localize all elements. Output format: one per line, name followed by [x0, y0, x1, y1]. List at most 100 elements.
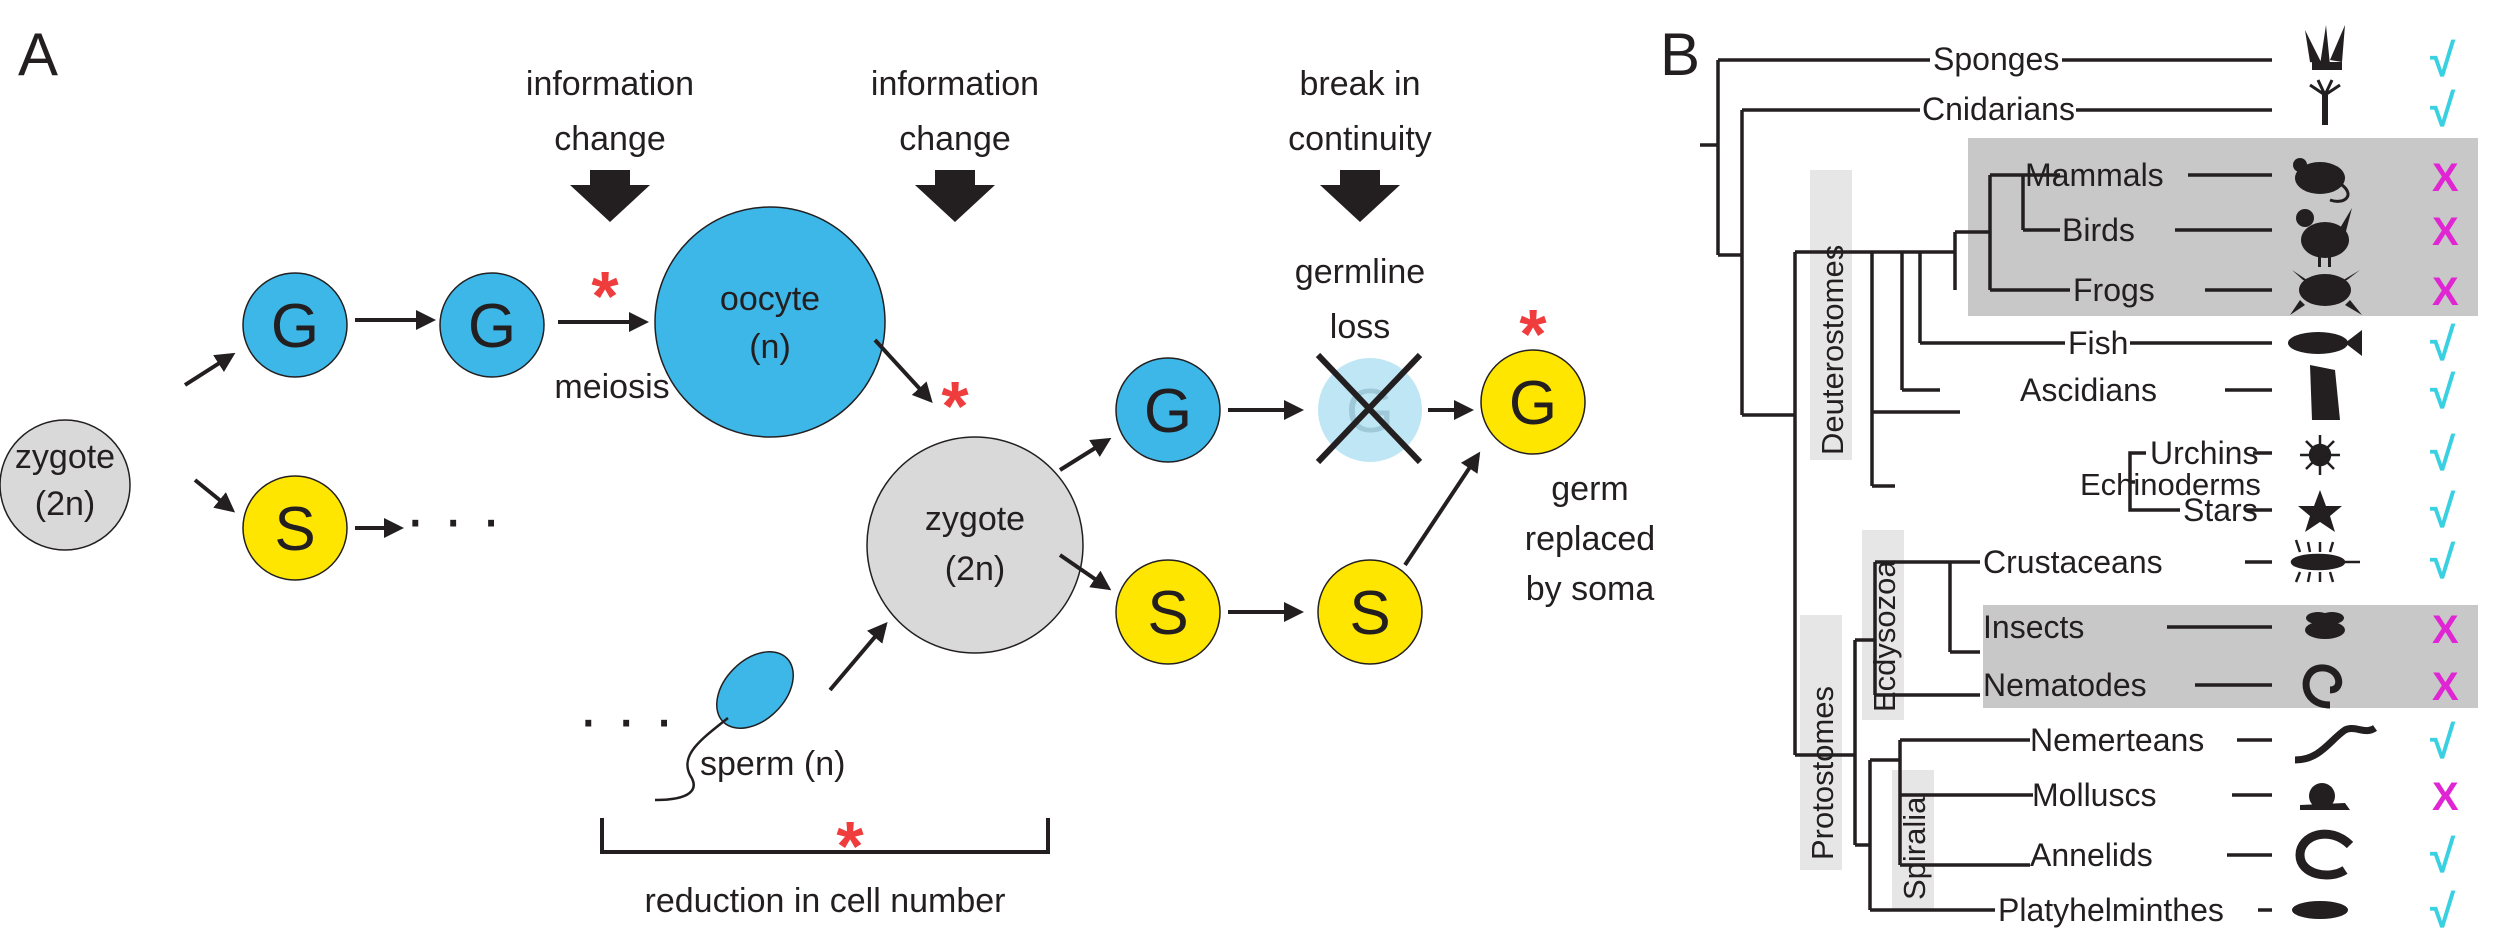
zygote-left-cell [0, 419, 131, 551]
taxon-row: Urchins √ [2150, 428, 2456, 480]
zygote-mid-line2: (2n) [945, 550, 1005, 588]
taxon-row: Cnidarians √ [1922, 79, 2456, 136]
soma-cell-label: S [274, 495, 315, 564]
soma-cell [1115, 559, 1221, 665]
soma-cell-label: S [1349, 579, 1390, 648]
fish-icon [2288, 330, 2362, 356]
zygote-left-line2: (2n) [35, 485, 95, 523]
down-arrow-icon [915, 170, 995, 222]
info-change-1-line1: information [526, 65, 694, 103]
taxon-row: Crustaceans √ [1983, 536, 2456, 588]
sponge-icon [2305, 25, 2345, 70]
reduction-label: reduction in cell number [645, 882, 1006, 920]
taxon-name: Cnidarians [1922, 91, 2075, 127]
fly-icon [2305, 612, 2345, 639]
oocyte-line1: oocyte [720, 280, 820, 318]
cnidarian-icon [2309, 79, 2341, 125]
check-mark: √ [2430, 536, 2456, 588]
cross-mark: X [2432, 156, 2459, 200]
deuterostomes-label: Deuterostomes [1815, 245, 1850, 455]
check-mark: √ [2430, 34, 2456, 86]
germline-loss-line1: germline [1295, 253, 1425, 291]
taxon-name: Crustaceans [1983, 544, 2163, 580]
germ-cell-label: G [271, 292, 319, 361]
cross-mark: X [2432, 665, 2459, 709]
taxon-row: Fish √ [2068, 318, 2456, 370]
protostomes-label: Protostomes [1805, 686, 1840, 860]
cross-mark: X [2432, 210, 2459, 254]
taxon-row: Sponges √ [1933, 25, 2456, 86]
flatworm-icon [2292, 901, 2348, 919]
taxon-row: Nematodes X [1983, 664, 2459, 709]
taxon-name: Platyhelminthes [1998, 892, 2224, 928]
cross-mark: X [2432, 608, 2459, 652]
check-mark: √ [2430, 318, 2456, 370]
protostomes-bg [1800, 615, 1842, 870]
taxon-row: Frogs X [2073, 270, 2459, 315]
taxon-name: Urchins [2150, 435, 2258, 471]
arrow [1058, 553, 1112, 591]
taxon-name: Frogs [2073, 272, 2155, 308]
taxon-name: Sponges [1933, 41, 2059, 77]
germ-cell [1115, 357, 1221, 463]
zygote-left-line1: zygote [15, 438, 115, 476]
check-mark: √ [2430, 84, 2456, 136]
taxon-name: Mammals [2025, 157, 2164, 193]
arrow [193, 478, 236, 513]
oocyte-line2: (n) [749, 328, 791, 366]
echinoderms-label: Echinoderms [2080, 467, 2261, 502]
spiralia-label: Spiralia [1897, 796, 1932, 900]
info-change-1-line2: change [554, 120, 666, 158]
ellipsis-left: · · · [578, 685, 674, 754]
replaced-germ-label: G [1509, 369, 1557, 438]
down-arrow-icon [1320, 170, 1400, 222]
nemertean-icon [2294, 724, 2378, 764]
germline-loss-line2: loss [1330, 308, 1390, 346]
cross-icon [1315, 352, 1423, 465]
arrow [1058, 437, 1112, 472]
panel-b: B Deuterostomes Protostomes Ecdysozoa Sp… [1660, 21, 2478, 937]
taxon-row: Platyhelminthes √ [1998, 885, 2456, 937]
taxon-name: Stars [2183, 492, 2258, 528]
taxon-row: Insects X [1983, 608, 2459, 652]
annelid-icon [2295, 829, 2354, 880]
taxon-name: Nematodes [1983, 667, 2147, 703]
panel-b-label: B [1660, 21, 1700, 88]
leader-lines [2062, 58, 2272, 912]
germ-replaced-line2: replaced [1525, 520, 1655, 558]
taxon-name: Annelids [2030, 837, 2153, 873]
taxon-row: Ascidians √ [2020, 365, 2456, 420]
crustacean-icon [2290, 539, 2360, 583]
arrow [828, 621, 888, 692]
soma-cell-label: S [1147, 579, 1188, 648]
taxon-name: Nemerteans [2030, 722, 2204, 758]
info-change-2-line1: information [871, 65, 1039, 103]
germ-replaced-line1: germ [1551, 470, 1628, 508]
zygote-mid-cell [866, 436, 1084, 654]
meiosis-label: meiosis [554, 368, 669, 406]
check-mark: √ [2430, 885, 2456, 937]
taxon-name: Fish [2068, 325, 2128, 361]
starfish-icon [2298, 490, 2342, 532]
info-change-2-line2: change [899, 120, 1011, 158]
red-asterisk: * [836, 807, 864, 885]
panel-a: A information change information change … [0, 21, 1655, 920]
taxon-row: Stars √ [2183, 485, 2456, 537]
check-mark: √ [2430, 485, 2456, 537]
down-arrow-icon [570, 170, 650, 222]
reduction-bracket [600, 818, 1050, 854]
taxon-row: Mammals X [2025, 156, 2459, 203]
taxon-name: Ascidians [2020, 372, 2157, 408]
soma-cell [242, 475, 348, 581]
germ-cell-label: G [468, 292, 516, 361]
sperm-tail [654, 717, 729, 802]
germ-cell [242, 272, 348, 378]
taxon-row: Molluscs X [2032, 775, 2459, 819]
germ-replaced-line3: by soma [1526, 570, 1655, 608]
red-asterisk: * [941, 367, 969, 445]
oocyte-cell [654, 206, 886, 438]
germ-cell-label: G [1144, 377, 1192, 446]
replaced-germ-cell [1480, 349, 1586, 455]
check-mark: √ [2430, 366, 2456, 418]
